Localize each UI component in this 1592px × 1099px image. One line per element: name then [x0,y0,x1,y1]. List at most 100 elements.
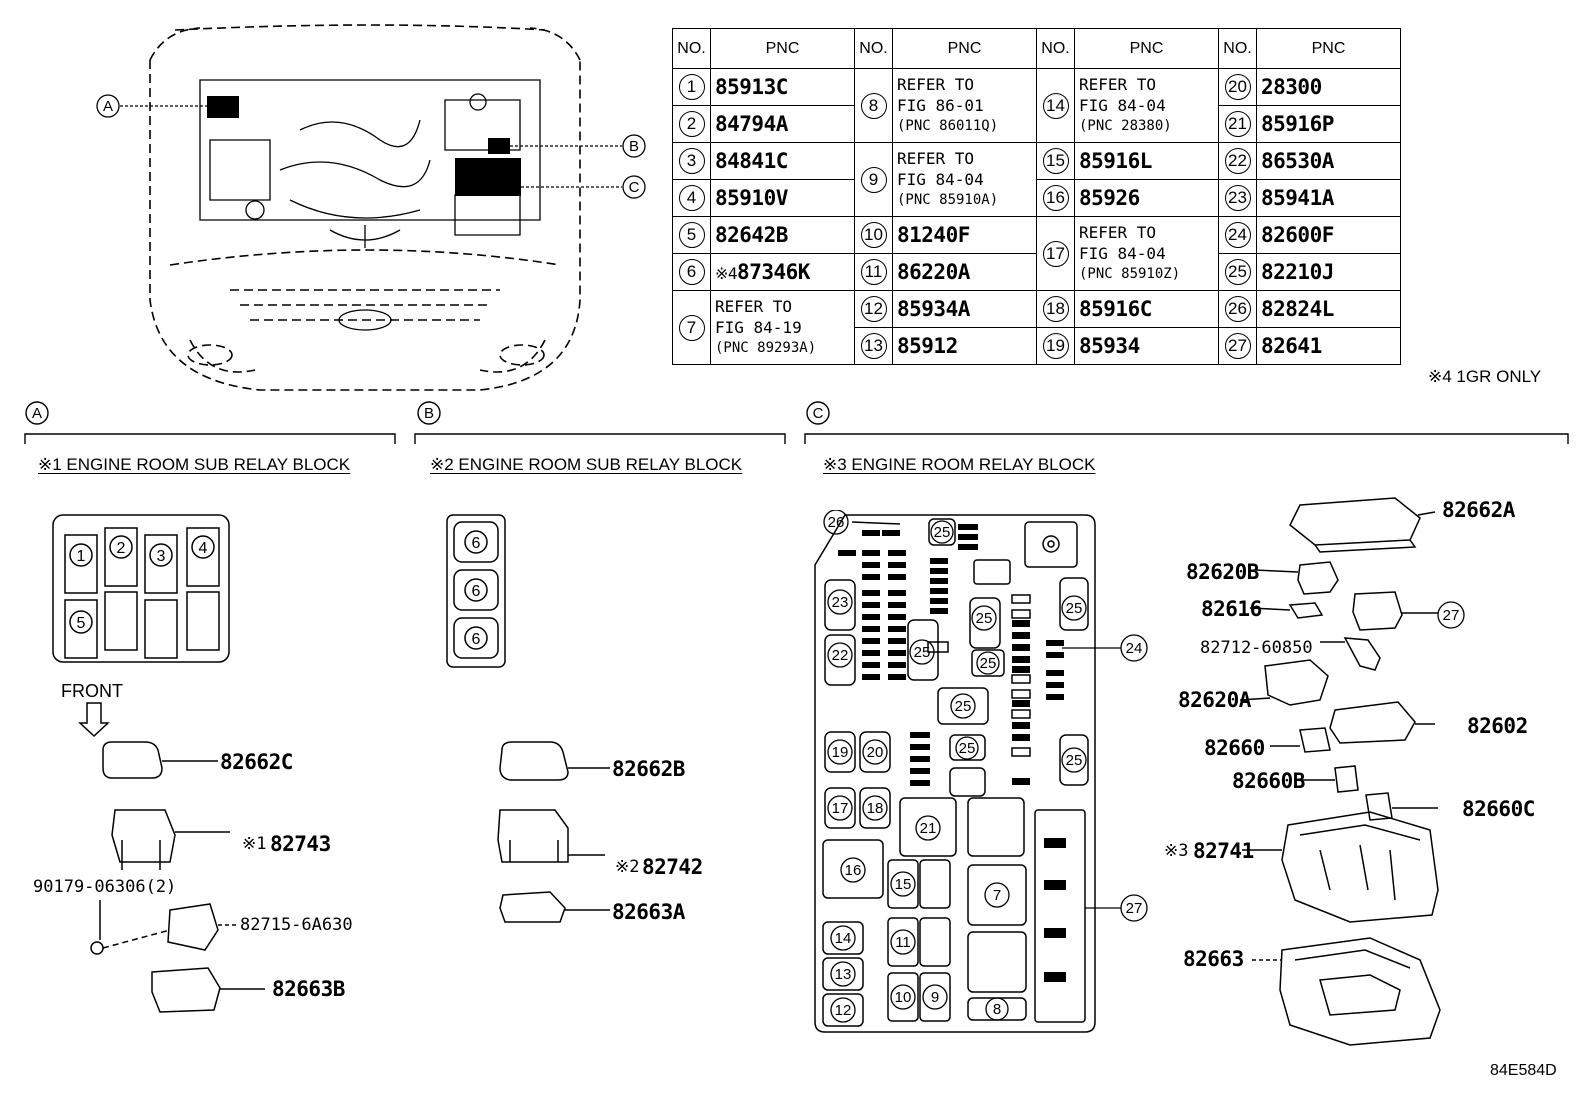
item-number: 21 [1224,111,1251,137]
header-no: NO. [854,28,893,69]
slot-6c: 6 [472,631,481,648]
callout-24: 24 [1126,640,1143,657]
part-82602: 82602 [1467,714,1528,738]
slot-6b: 6 [472,583,481,600]
figure-code: 84E584D [1490,1062,1557,1079]
part-82620A: 82620A [1178,688,1251,712]
fuse-23: 23 [832,594,849,611]
part-82663A: 82663A [612,900,685,924]
item-number: 17 [1042,240,1069,267]
section-brackets: A B C [24,401,1569,444]
section-c-letter: C [813,405,824,422]
part-82660B: 82660B [1232,769,1305,793]
pnc-cell: 84841C [710,142,855,180]
note-mark-1: ※1 [242,834,267,854]
section-b-drawing: 6 6 6 [446,514,610,923]
item-number: 11 [860,259,887,285]
item-number: 24 [1224,222,1251,248]
section-b-letter: B [424,405,434,422]
pnc-cell: 82642B [710,216,855,254]
fuse-25: 25 [914,644,931,661]
item-number: 15 [1042,148,1069,174]
item-number: 22 [1224,148,1251,174]
relay-block-layout: 26 25 23 22 25 25 25 25 25 19 20 25 25 1… [814,510,1148,1033]
item-number: 10 [860,222,887,248]
relay-14: 14 [835,930,852,947]
fuse-25: 25 [959,740,976,757]
callout-c-overview: C [629,179,640,196]
item-number: 18 [1042,296,1069,322]
table-row: 13 85912 19 85934 27 82641 [673,327,1401,365]
header-no: NO. [1036,28,1075,69]
item-number: 27 [1224,333,1251,359]
pnc-cell: 82641 [1256,327,1401,365]
callout-b-overview: B [629,138,639,155]
header-pnc: PNC [1074,28,1219,69]
relay-13: 13 [835,966,852,983]
part-82660C: 82660C [1462,797,1535,821]
item-number: 7 [678,314,705,341]
header-pnc: PNC [710,28,855,69]
fuse-19: 19 [832,744,849,761]
item-number: 13 [860,333,887,359]
slot-2: 2 [117,540,126,557]
callout-27-parts: 27 [1443,607,1460,624]
item-number: 23 [1224,185,1251,211]
item-number: 6 [678,259,705,285]
note-mark-2: ※2 [615,857,640,877]
pnc-cell: 85912 [892,327,1037,365]
part-bolt-90179: 90179-06306(2) [33,877,177,897]
relay-7: 7 [993,887,1001,904]
header-pnc: PNC [1256,28,1401,69]
pnc-cell: 85934A [892,290,1037,328]
fuse-18: 18 [867,800,884,817]
pnc-cell: 85934 [1074,327,1219,365]
item-number: 8 [860,92,887,119]
slot-5: 5 [77,615,86,632]
table-row: 4 85910V 16 85926 23 85941A [672,179,1401,217]
part-82741: 82741 [1193,839,1254,863]
pnc-cell: 28300 [1256,68,1401,106]
part-82742: 82742 [642,855,703,879]
item-number: 9 [860,166,887,193]
fuse-20: 20 [867,744,884,761]
part-82743: 82743 [270,832,331,856]
slot-1: 1 [77,548,86,565]
callout-a-overview: A [103,98,113,115]
slot-6a: 6 [472,535,481,552]
relay-10: 10 [895,989,912,1006]
relay-16: 16 [845,862,862,879]
relay-8: 8 [993,1001,1001,1018]
part-82663B: 82663B [272,977,345,1001]
pnc-table: NO. PNC NO. PNC NO. PNC NO. PNC 1 85913C… [672,28,1401,365]
item-number: 12 [860,296,887,322]
relay-block-parts: 27 [1239,497,1465,1046]
pnc-cell: 84794A [710,105,855,143]
pnc-cell: 86530A [1256,142,1401,180]
note-mark-3: ※3 [1164,841,1189,861]
fuse-25: 25 [1066,752,1083,769]
relay-9: 9 [931,989,939,1006]
section-b-title: ※2 ENGINE ROOM SUB RELAY BLOCK [430,455,743,474]
pnc-cell: 85916P [1256,105,1401,143]
section-a-letter: A [32,405,42,422]
part-82663: 82663 [1183,947,1244,971]
fuse-17: 17 [832,800,849,817]
relay-11: 11 [895,934,911,951]
header-no: NO. [672,28,711,69]
section-a-title: ※1 ENGINE ROOM SUB RELAY BLOCK [38,455,351,474]
pnc-cell: 85910V [710,179,855,217]
relay-15: 15 [895,876,912,893]
engine-bay-illustration: A B C [96,24,646,391]
pnc-cell: 81240F [892,216,1037,254]
slot-3: 3 [157,548,166,565]
part-82620B: 82620B [1186,560,1259,584]
footnote-1gr-only: ※4 1GR ONLY [1428,367,1542,386]
part-82662B: 82662B [612,757,685,781]
